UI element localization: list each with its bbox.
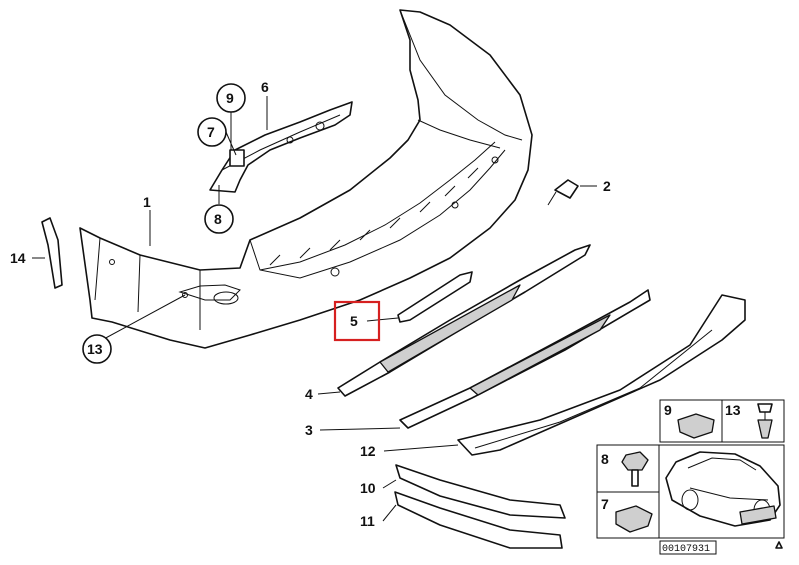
lower-guide-strip <box>399 289 651 429</box>
callout-14: 14 <box>10 250 26 266</box>
rivet-body-icon <box>757 419 773 439</box>
inset-cell-13 <box>721 399 785 443</box>
inset-label-7: 7 <box>601 496 609 512</box>
trim-strip-10 <box>395 464 566 519</box>
callout-9-circle <box>216 83 246 113</box>
bolt-shank-icon <box>631 469 639 487</box>
callout-12: 12 <box>360 443 376 459</box>
seal-strip <box>41 217 63 289</box>
callout-13: 13 <box>87 341 103 357</box>
callout-11: 11 <box>360 513 375 529</box>
vehicle-location-icon <box>665 451 781 527</box>
callout-5: 5 <box>350 313 358 329</box>
callout-7: 7 <box>207 124 215 140</box>
bumper-bracket <box>209 101 353 193</box>
callout-2: 2 <box>603 178 611 194</box>
clip-nut-7-icon <box>615 505 653 533</box>
rivet-head-icon <box>757 403 773 413</box>
clip-nut-icon <box>677 413 715 439</box>
callout-3: 3 <box>305 422 313 438</box>
callout-8: 8 <box>214 211 222 227</box>
callout-8-circle <box>204 204 234 234</box>
inset-label-13: 13 <box>725 402 741 418</box>
triangle-mark-icon <box>775 541 783 549</box>
trim-strip-11 <box>394 491 563 549</box>
inset-label-8: 8 <box>601 451 609 467</box>
doc-number: 00107931 <box>662 544 710 555</box>
rear-bumper-cover <box>79 9 533 349</box>
upper-guide-strip <box>337 244 591 397</box>
callout-4: 4 <box>305 386 313 402</box>
inset-panel: 9 13 8 7 00107931 <box>596 399 785 555</box>
callout-13-circle <box>82 334 112 364</box>
callout-7-circle <box>197 117 227 147</box>
tow-hook-cover <box>547 179 579 206</box>
reflector-trim <box>397 271 473 323</box>
callout-9: 9 <box>226 90 234 106</box>
callout-10: 10 <box>360 480 376 496</box>
highlight-box-part-5 <box>333 300 381 342</box>
leader-lines <box>32 96 597 522</box>
bolt-head-icon <box>621 451 649 471</box>
inset-label-9: 9 <box>664 402 672 418</box>
callout-6: 6 <box>261 79 269 95</box>
callout-1: 1 <box>143 194 151 210</box>
doc-number-box <box>659 540 717 555</box>
lower-spoiler <box>457 294 746 456</box>
